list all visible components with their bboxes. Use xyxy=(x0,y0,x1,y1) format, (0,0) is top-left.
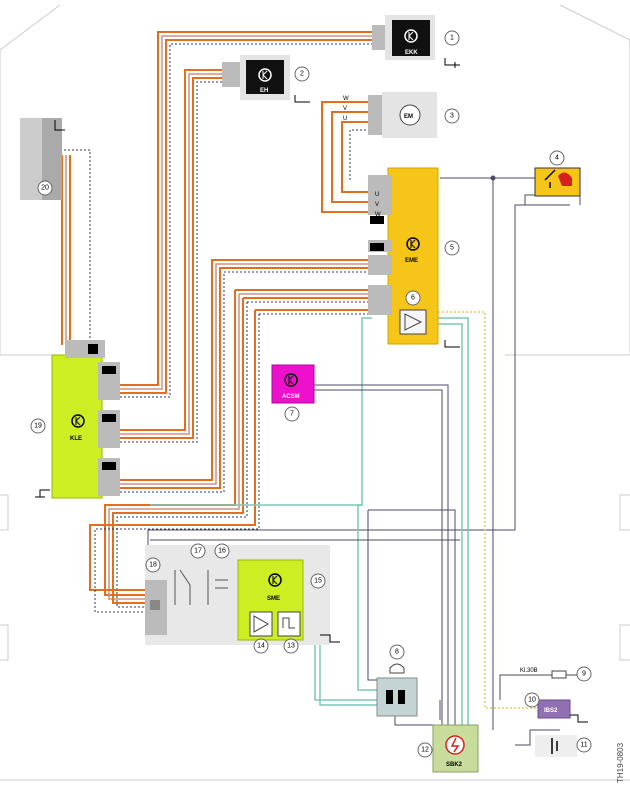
callout-5: 5 xyxy=(444,240,460,256)
pin-v-eme: V xyxy=(375,202,379,208)
svg-text:16: 16 xyxy=(218,548,226,555)
svg-text:14: 14 xyxy=(257,643,265,650)
wire-bundle-eh xyxy=(120,69,225,443)
wire-bundle-eme-a xyxy=(120,259,370,493)
callout-1: 1 xyxy=(444,30,460,46)
svg-text:11: 11 xyxy=(580,742,587,749)
module-ibs2: IBS2 xyxy=(537,699,588,723)
wire-dark xyxy=(147,384,590,746)
module-kle: KLE xyxy=(35,340,120,499)
callout-3: 3 xyxy=(444,108,460,124)
module-em-label: EM xyxy=(404,114,413,120)
svg-text:10: 10 xyxy=(528,697,536,704)
callout-14: 14 xyxy=(253,638,269,654)
component-8 xyxy=(376,663,418,717)
callout-10: 10 xyxy=(524,692,540,708)
callout-12: 12 xyxy=(417,742,433,758)
module-ekk: EKK xyxy=(372,15,460,68)
module-eme: EME U V W xyxy=(368,167,460,348)
component-11 xyxy=(535,735,577,757)
module-eh-label: EH xyxy=(260,88,268,94)
module-kle-label: KLE xyxy=(70,436,82,442)
svg-text:6: 6 xyxy=(411,295,415,302)
module-ibs2-label: IBS2 xyxy=(544,708,558,714)
callout-11: 11 xyxy=(576,737,592,753)
svg-text:8: 8 xyxy=(395,649,399,656)
svg-text:1: 1 xyxy=(450,35,454,42)
callout-17: 17 xyxy=(190,543,206,559)
callout-13: 13 xyxy=(283,638,299,654)
wire-bundle-ekk xyxy=(120,31,375,398)
callout-15: 15 xyxy=(310,573,326,589)
diagram-id: TH19-0803 xyxy=(616,742,625,783)
vehicle-outline xyxy=(0,4,630,781)
svg-text:15: 15 xyxy=(314,578,322,585)
svg-text:20: 20 xyxy=(41,185,49,192)
component-4 xyxy=(534,167,581,197)
svg-text:2: 2 xyxy=(300,71,304,78)
svg-text:19: 19 xyxy=(34,423,42,430)
module-sme-group: SME xyxy=(145,545,340,645)
wire-eme-ibs2 xyxy=(430,311,540,709)
svg-text:7: 7 xyxy=(290,411,294,418)
component-9: Kl.30B xyxy=(520,668,567,679)
pin-u-eme: U xyxy=(375,192,379,198)
callout-7: 7 xyxy=(284,406,300,422)
wire-phase-em xyxy=(321,101,370,213)
module-eme-label: EME xyxy=(405,258,418,264)
callout-2: 2 xyxy=(294,66,310,82)
svg-text:12: 12 xyxy=(421,747,429,754)
callout-19: 19 xyxy=(30,418,46,434)
callout-8: 8 xyxy=(389,644,405,660)
wire-bundle-eme-c xyxy=(89,309,370,613)
pin-v-em: V xyxy=(343,106,347,112)
wire-bundle-eme-b xyxy=(104,289,370,608)
svg-text:17: 17 xyxy=(194,548,202,555)
wire-bundle-20 xyxy=(60,149,91,345)
svg-text:3: 3 xyxy=(450,113,454,120)
callout-18: 18 xyxy=(145,557,161,573)
module-eh: EH xyxy=(222,55,310,103)
module-acsm-label: ACSM xyxy=(282,394,300,400)
svg-text:5: 5 xyxy=(450,245,454,252)
pin-w-em: W xyxy=(343,96,349,102)
callout-16: 16 xyxy=(214,543,230,559)
svg-text:18: 18 xyxy=(149,562,157,569)
svg-text:4: 4 xyxy=(555,155,559,162)
module-acsm: ACSM xyxy=(271,364,315,404)
svg-text:13: 13 xyxy=(287,643,295,650)
pin-w-eme: W xyxy=(375,212,381,218)
module-sbk2-label: SBK2 xyxy=(446,762,463,768)
module-ekk-label: EKK xyxy=(405,50,418,56)
module-em: EM W V U xyxy=(343,92,437,138)
callout-9: 9 xyxy=(576,666,592,682)
callout-20: 20 xyxy=(37,180,53,196)
terminal-label: Kl.30B xyxy=(520,668,538,674)
module-sbk2: SBK2 xyxy=(432,724,479,773)
module-sme-label: SME xyxy=(267,596,280,602)
svg-text:9: 9 xyxy=(582,671,586,678)
pin-u-em: U xyxy=(343,116,347,122)
callout-6: 6 xyxy=(405,290,421,306)
callouts: 1 2 3 4 5 6 7 8 9 10 11 12 13 14 15 16 1… xyxy=(30,30,592,758)
callout-4: 4 xyxy=(549,150,565,166)
